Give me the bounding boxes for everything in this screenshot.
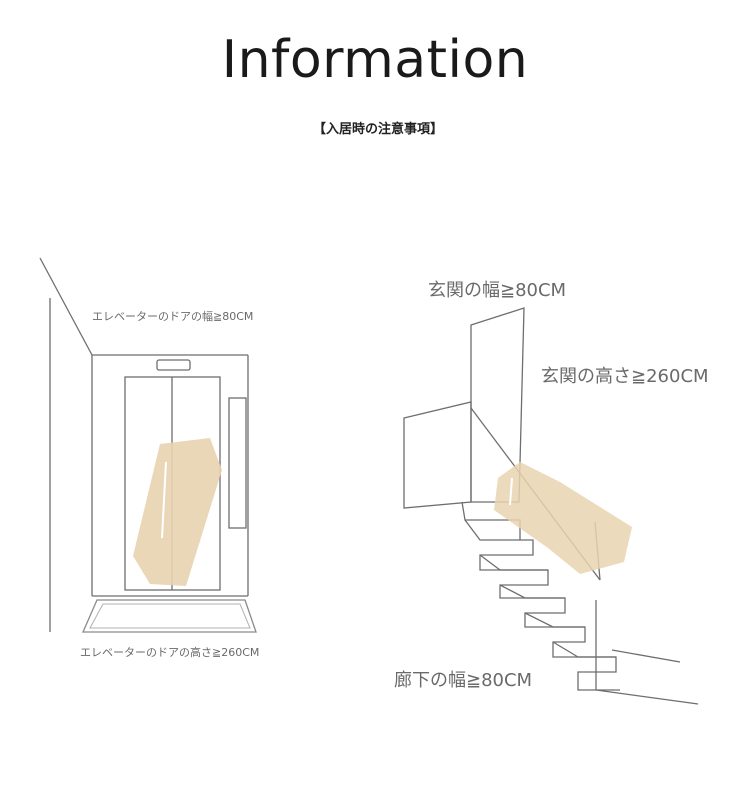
- elevator-floor-mat-inner: [89, 603, 251, 629]
- page-title: Information: [221, 30, 529, 90]
- elevator-door-width-label: エレベーターのドアの幅≧80CM: [92, 310, 254, 323]
- entrance-corridor-line-bottom: [595, 689, 699, 705]
- elevator-indicator: [156, 359, 191, 371]
- stair-tread-5: [552, 641, 616, 658]
- entrance-furniture: [494, 462, 632, 574]
- page-subtitle: 【入居時の注意事項】: [313, 122, 444, 137]
- stair-tread-1: [464, 519, 520, 541]
- entrance-width-label: 玄関の幅≧80CM: [428, 280, 567, 301]
- furniture-shape-entrance: [494, 462, 632, 574]
- entrance-height-label: 玄関の高さ≧260CM: [541, 366, 709, 387]
- entrance-open-door: [403, 401, 472, 509]
- elevator-call-panel: [228, 397, 247, 529]
- elevator-furniture: [133, 438, 222, 586]
- stair-tread-4: [524, 612, 585, 628]
- elevator-floor-mat: [82, 599, 257, 633]
- stair-tread-3: [499, 584, 565, 599]
- elevator-door-height-label: エレベーターのドアの高さ≧260CM: [80, 646, 260, 659]
- stair-tread-2: [479, 554, 548, 571]
- corridor-width-label: 廊下の幅≧80CM: [394, 670, 533, 691]
- furniture-highlight-entrance: [509, 477, 513, 506]
- entrance-corridor-line-top: [611, 649, 681, 663]
- furniture-shape-elevator: [133, 438, 222, 586]
- elevator-wall-top-line: [39, 257, 93, 356]
- furniture-highlight-elevator: [161, 461, 167, 539]
